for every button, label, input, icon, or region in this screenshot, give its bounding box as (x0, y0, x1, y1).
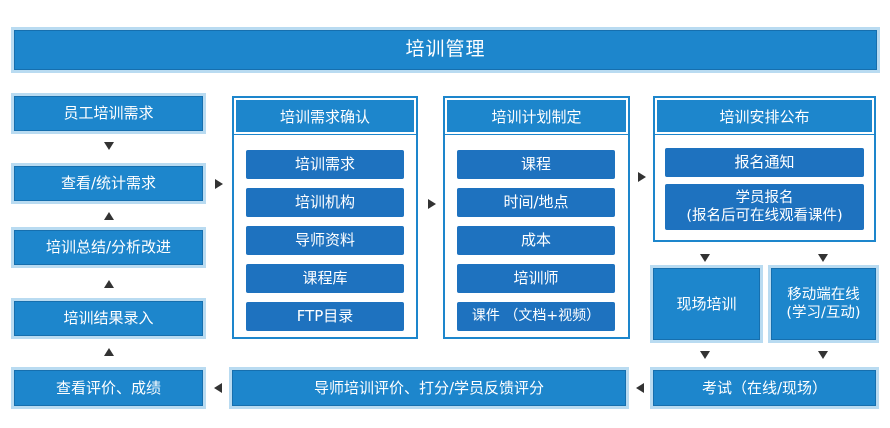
panel-header: 培训需求确认 (233, 97, 417, 135)
arrow-down-icon (700, 351, 710, 359)
step-view-evaluation: 查看评价、成绩 (14, 370, 203, 406)
confirm-item-mentors: 导师资料 (246, 226, 404, 255)
arrow-up-icon (104, 280, 114, 288)
mobile-label: 移动端在线 (学习/互动) (786, 286, 861, 321)
step-summary-analysis: 培训总结/分析改进 (14, 230, 203, 265)
publish-item-notice: 报名通知 (665, 148, 864, 177)
plan-item-time-place: 时间/地点 (457, 188, 615, 217)
arrow-down-icon (104, 142, 114, 150)
arrow-down-icon (818, 351, 828, 359)
arrow-up-icon (104, 348, 114, 356)
arrow-right-icon (215, 179, 223, 189)
step-label: 查看/统计需求 (60, 174, 157, 193)
confirm-item-course-library: 课程库 (246, 264, 404, 293)
onsite-training: 现场培训 (653, 268, 760, 340)
step-label: 查看评价、成绩 (55, 378, 161, 397)
plan-item-cost: 成本 (457, 226, 615, 255)
panel-header: 培训安排公布 (654, 97, 875, 135)
step-label: 培训结果录入 (63, 309, 154, 328)
panel-publish: 培训安排公布 报名通知 学员报名 (报名后可在线观看课件) (653, 96, 876, 242)
confirm-item-ftp: FTP目录 (246, 302, 404, 331)
step-employee-training-needs: 员工培训需求 (14, 96, 203, 131)
arrow-up-icon (104, 212, 114, 220)
publish-item-enroll: 学员报名 (报名后可在线观看课件) (665, 184, 864, 230)
arrow-down-icon (818, 254, 828, 262)
confirm-item-institutions: 培训机构 (246, 188, 404, 217)
exam: 考试（在线/现场） (653, 370, 876, 406)
page-title: 培训管理 (405, 38, 486, 61)
mobile-online-training: 移动端在线 (学习/互动) (771, 268, 876, 340)
plan-item-courseware: 课件 （文档+视频） (457, 302, 615, 331)
step-label: 培训总结/分析改进 (45, 238, 172, 257)
panel-needs-confirmation: 培训需求确认 培训需求 培训机构 导师资料 课程库 FTP目录 (232, 96, 418, 339)
title-bar: 培训管理 (14, 30, 877, 70)
arrow-right-icon (428, 199, 436, 209)
plan-item-trainer: 培训师 (457, 264, 615, 293)
confirm-item-needs: 培训需求 (246, 150, 404, 179)
evaluation-label: 导师培训评价、打分/学员反馈评分 (313, 378, 545, 397)
step-label: 员工培训需求 (63, 104, 154, 123)
plan-item-course: 课程 (457, 150, 615, 179)
step-view-statistics: 查看/统计需求 (14, 166, 203, 201)
panel-plan: 培训计划制定 课程 时间/地点 成本 培训师 课件 （文档+视频） (443, 96, 630, 339)
onsite-label: 现场培训 (676, 294, 737, 313)
arrow-down-icon (700, 254, 710, 262)
step-result-entry: 培训结果录入 (14, 301, 203, 336)
arrow-left-icon (636, 383, 644, 393)
arrow-right-icon (638, 172, 646, 182)
exam-label: 考试（在线/现场） (701, 378, 828, 397)
panel-header: 培训计划制定 (444, 97, 629, 135)
arrow-left-icon (214, 383, 222, 393)
evaluation-scoring: 导师培训评价、打分/学员反馈评分 (232, 370, 626, 406)
